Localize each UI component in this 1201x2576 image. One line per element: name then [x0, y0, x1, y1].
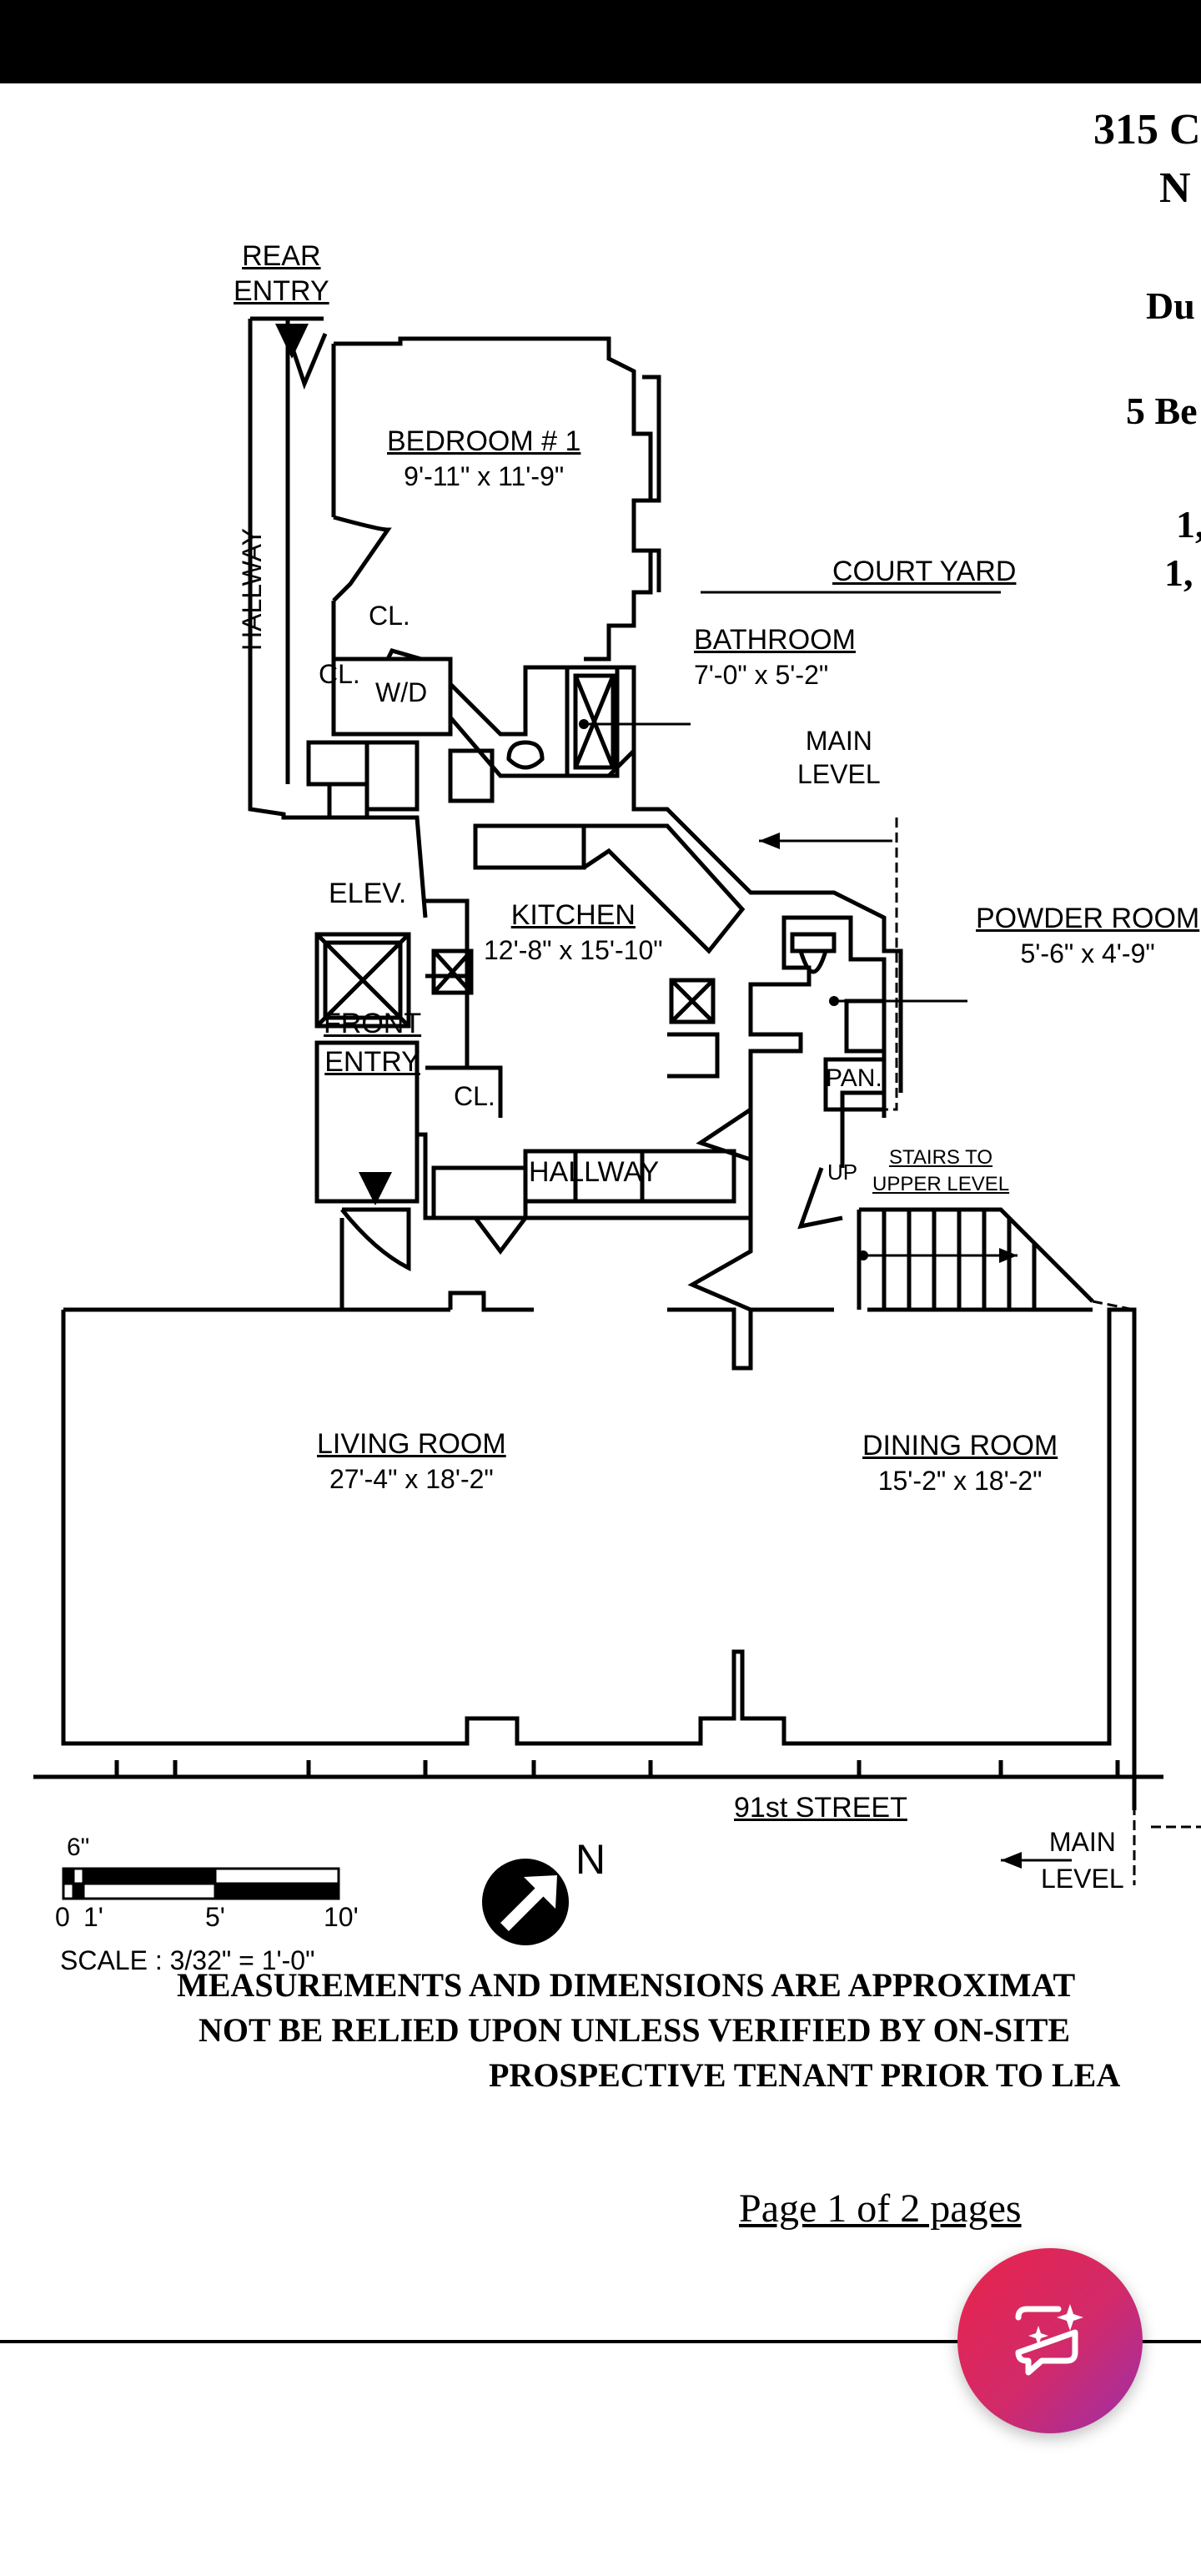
front-entry-label: FRONT ENTRY — [324, 1008, 422, 1078]
scale-tick-1: 1' — [83, 1902, 103, 1932]
closet-3 — [431, 1165, 528, 1255]
scale-bar — [62, 1867, 340, 1900]
main-level-arrowhead-2 — [1001, 1852, 1022, 1869]
header-line-2: N — [1159, 164, 1191, 212]
powder-room-sink — [844, 999, 887, 1054]
document-page[interactable]: 315 C N Du 5 Be 1, 1, — [0, 83, 1201, 2576]
scale-tick-0: 0 — [55, 1902, 70, 1932]
header-line-1: 315 C — [1093, 106, 1201, 153]
stairs-dot — [858, 1250, 868, 1260]
washer-dryer — [306, 740, 420, 820]
scale-tick-10: 10' — [324, 1902, 359, 1932]
floor-plan — [33, 316, 1201, 1945]
header-line-6: 1, — [1164, 551, 1193, 594]
kitchen-sink — [431, 948, 474, 995]
bathroom-leader-dot — [579, 719, 589, 729]
bathroom-toilet — [506, 740, 545, 770]
powder-room-leader-dot — [829, 996, 839, 1006]
hallway-label: HALLWAY — [529, 1156, 660, 1188]
bedroom-label: BEDROOM # 1 9'-11" x 11'-9" — [387, 425, 581, 491]
up-label: UP — [827, 1160, 858, 1185]
rear-entry-label: REAR ENTRY — [234, 240, 329, 307]
top-status-bar — [0, 0, 1201, 83]
elevator-label: ELEV. — [329, 878, 407, 909]
living-room-label: LIVING ROOM 27'-4" x 18'-2" — [317, 1428, 506, 1494]
hall-door-2 — [797, 1167, 843, 1230]
living-dining-walls — [61, 1291, 1137, 1810]
closet-1 — [338, 648, 450, 662]
hallway-vertical-label: HALLWAY — [237, 528, 267, 651]
hallway-bottom-walls — [339, 1218, 1093, 1312]
scale-tick-5: 5' — [205, 1902, 225, 1932]
closet-2-label: CL. — [319, 659, 360, 689]
main-level-label-1: MAIN LEVEL — [797, 726, 881, 789]
street-wall — [33, 1760, 1163, 1779]
stairs — [857, 1207, 1094, 1310]
scale-text: SCALE : 3/32" = 1'-0" — [60, 1945, 315, 1975]
header-line-3: Du — [1146, 284, 1195, 327]
notice-line-2: NOT BE RELIED UPON UNLESS VERIFIED BY ON… — [198, 2011, 1071, 2049]
bedroom-door — [332, 515, 392, 602]
page-indicator: Page 1 of 2 pages — [739, 2186, 1022, 2231]
ai-chat-sparkle-icon — [1015, 2304, 1083, 2376]
closet-1-label: CL. — [369, 601, 410, 631]
rear-hallway-walls — [248, 319, 428, 918]
powder-room-label: POWDER ROOM 5'-6" x 4'-9" — [976, 903, 1200, 969]
ai-assistant-button[interactable] — [957, 2248, 1143, 2433]
closet-3-label: CL. — [454, 1081, 495, 1111]
stairs-arrowhead — [999, 1248, 1018, 1263]
bathroom-tub — [573, 673, 616, 770]
header-line-5: 1, — [1176, 503, 1201, 546]
kitchen-label: KITCHEN 12'-8" x 15'-10" — [484, 899, 663, 965]
front-entry-door — [340, 1207, 411, 1272]
notice-line-3: PROSPECTIVE TENANT PRIOR TO LEA — [489, 2056, 1121, 2094]
main-level-arrowhead-1 — [759, 833, 780, 849]
front-entry-arrow — [359, 1172, 392, 1205]
bathroom-walls — [448, 659, 636, 778]
stairs-label: STAIRS TO UPPER LEVEL — [872, 1146, 1010, 1195]
courtyard-boundary — [884, 818, 1201, 1885]
bath-to-kitchen-walls — [631, 751, 903, 1093]
header-line-4: 5 Be — [1126, 390, 1198, 432]
bedroom-window — [642, 375, 661, 592]
elevator — [314, 932, 411, 1029]
bottom-divider — [0, 2340, 1201, 2343]
kitchen-counter — [473, 823, 746, 954]
pantry-label: PAN. — [826, 1064, 882, 1092]
dining-room-label: DINING ROOM 15'-2" x 18'-2" — [862, 1430, 1058, 1496]
main-level-label-2: MAIN LEVEL — [1041, 1827, 1124, 1894]
north-arrow-icon — [482, 1859, 569, 1945]
north-label: N — [575, 1836, 606, 1883]
powder-room-toilet — [790, 932, 837, 974]
rear-entry-arrow — [275, 324, 309, 359]
bathroom-label: BATHROOM 7'-0" x 5'-2" — [694, 624, 856, 690]
notice-line-1: MEASUREMENTS AND DIMENSIONS ARE APPROXIM… — [177, 1966, 1076, 2004]
court-yard-label: COURT YARD — [832, 556, 1017, 587]
scale-six-inch-label: 6" — [67, 1834, 90, 1861]
hall-door-1 — [696, 1107, 752, 1162]
kitchen-appliance — [667, 978, 720, 1079]
washer-dryer-label: W/D — [375, 677, 428, 707]
street-label: 91st STREET — [734, 1792, 907, 1824]
front-entry-walls — [314, 1040, 753, 1220]
powder-room-walls — [748, 915, 887, 1168]
bathroom-sink — [448, 748, 495, 803]
